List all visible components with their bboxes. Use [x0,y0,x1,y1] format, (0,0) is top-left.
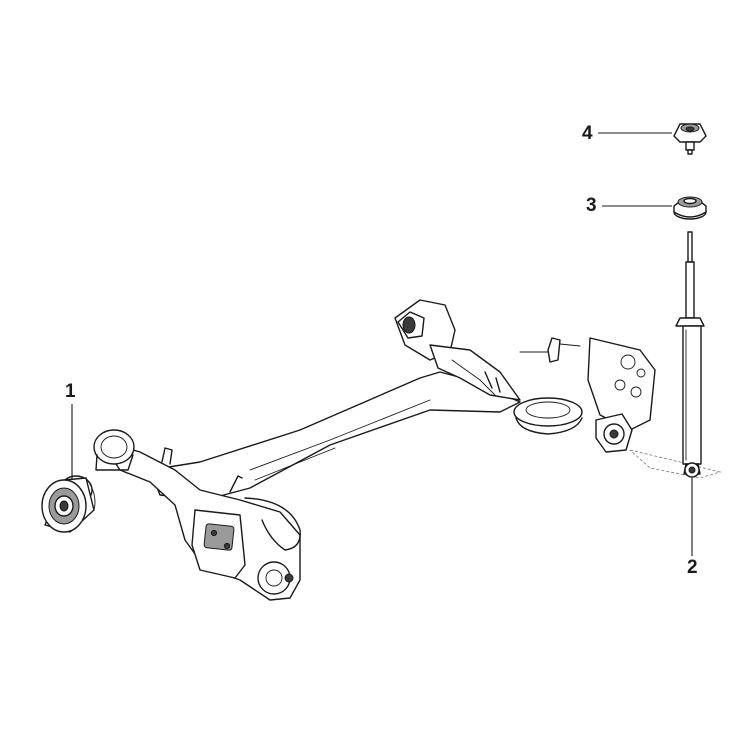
callout-2: 2 [687,557,698,578]
part-2-shock-absorber [675,231,705,478]
callout-3: 3 [586,195,597,216]
leader-lines [71,132,693,556]
part-1-bushing [41,475,96,533]
part-4-top-mount [673,123,707,155]
callout-4: 4 [582,123,593,144]
part-3-mount-cushion [673,196,707,220]
rear-axle-beam [93,299,722,601]
callout-1: 1 [65,381,76,402]
